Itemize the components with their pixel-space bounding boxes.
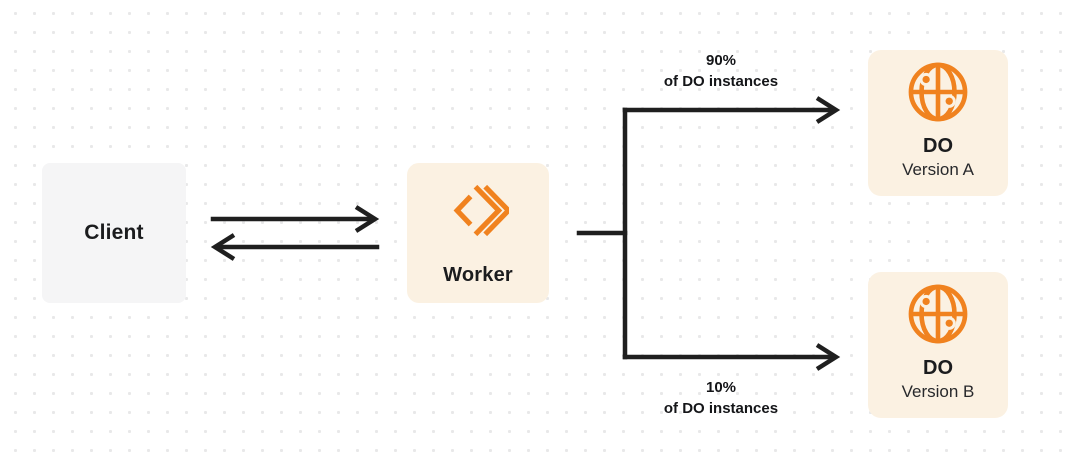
split-label-10-line2: of DO instances [663, 400, 779, 417]
do-b-subtitle: Version B [901, 382, 975, 401]
do-b-title: DO [923, 357, 953, 379]
split-label-10-line1: 10% [705, 379, 737, 396]
node-do-version-b: DO Version B [868, 272, 1008, 418]
worker-to-client-arrowhead [210, 233, 236, 261]
node-client: Client [42, 163, 186, 303]
client-to-worker-arrowhead [354, 205, 380, 233]
split-to-do-a-arrowhead [815, 96, 841, 124]
do-a-title: DO [923, 135, 953, 157]
split-to-do-b-arrowhead [815, 343, 841, 371]
node-worker: Worker [407, 163, 549, 303]
split-label-10-percent: 10% of DO instances [601, 377, 841, 419]
split-label-90-line2: of DO instances [663, 73, 779, 90]
workers-icon [453, 184, 509, 237]
node-do-version-a: DO Version A [868, 50, 1008, 196]
worker-label: Worker [443, 264, 513, 286]
split-label-90-percent: 90% of DO instances [601, 50, 841, 92]
globe-icon [908, 284, 968, 344]
client-label: Client [84, 221, 144, 244]
split-label-90-line1: 90% [705, 52, 737, 69]
do-a-subtitle: Version A [902, 160, 974, 179]
globe-icon [908, 62, 968, 122]
